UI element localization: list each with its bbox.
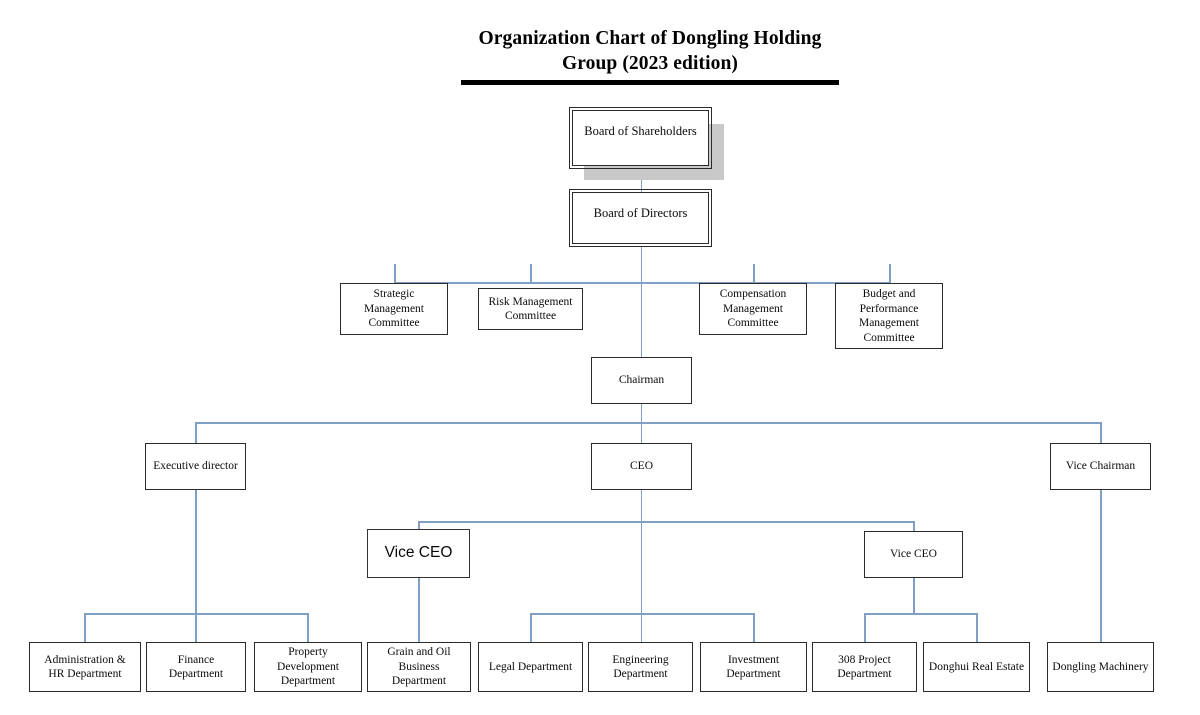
connector-tier3-bus (195, 422, 1101, 424)
node-risk-management-committee[interactable]: Risk Management Committee (478, 288, 583, 330)
node-chairman[interactable]: Chairman (591, 357, 692, 404)
connector-drop-donghui (976, 613, 978, 642)
connector-shareholders-directors (640, 169, 643, 193)
node-grain-and-oil-business-department[interactable]: Grain and Oil Business Department (367, 642, 471, 692)
connector-drop-risk (530, 264, 532, 283)
node-executive-director[interactable]: Executive director (145, 443, 246, 490)
node-308-project-department[interactable]: 308 Project Department (812, 642, 917, 692)
node-dongling-machinery[interactable]: Dongling Machinery (1047, 642, 1154, 692)
node-vice-ceo-right[interactable]: Vice CEO (864, 531, 963, 578)
chart-title-block: Organization Chart of Dongling Holding G… (420, 26, 880, 85)
connector-directors-stem (640, 246, 643, 283)
node-administration-hr-department[interactable]: Administration & HR Department (29, 642, 141, 692)
connector-drop-legal (530, 613, 532, 642)
node-vice-chairman[interactable]: Vice Chairman (1050, 443, 1151, 490)
connector-viceceo-right-bus (864, 613, 977, 615)
connector-drop-budget (889, 264, 891, 283)
connector-viceceo-left-grain-oil (418, 578, 420, 642)
connector-drop-finance (195, 613, 197, 642)
node-investment-department[interactable]: Investment Department (700, 642, 807, 692)
connector-directors-chairman (640, 282, 643, 357)
connector-drop-vice-ceo-right (913, 521, 915, 531)
connector-drop-investment (753, 613, 755, 642)
connector-drop-admin-hr (84, 613, 86, 642)
node-property-development-department[interactable]: Property Development Department (254, 642, 362, 692)
node-board-of-directors[interactable]: Board of Directors (568, 188, 713, 248)
title-underline-rule (461, 80, 839, 85)
node-finance-department[interactable]: Finance Department (146, 642, 246, 692)
connector-drop-engineering (640, 613, 643, 642)
connector-ceo-stem (640, 490, 643, 522)
connector-drop-vice-chairman (1100, 422, 1102, 443)
connector-vicechairman-machinery (1100, 490, 1102, 642)
connector-drop-executive-director (195, 422, 197, 443)
page-title: Organization Chart of Dongling Holding G… (478, 28, 822, 74)
node-budget-performance-management-committee[interactable]: Budget and Performance Management Commit… (835, 283, 943, 349)
connector-viceceo-bus (418, 521, 914, 523)
node-ceo[interactable]: CEO (591, 443, 692, 490)
connector-drop-strategic-line (394, 264, 396, 283)
connector-stub-strategic (394, 282, 396, 283)
connector-drop-308-project (864, 613, 866, 642)
node-board-of-shareholders[interactable]: Board of Shareholders (568, 106, 713, 170)
node-legal-department[interactable]: Legal Department (478, 642, 583, 692)
node-donghui-real-estate[interactable]: Donghui Real Estate (923, 642, 1030, 692)
node-vice-ceo-left[interactable]: Vice CEO (367, 529, 470, 578)
connector-execdir-stem (195, 490, 197, 614)
connector-drop-compensation (753, 264, 755, 283)
connector-viceceo-right-stem (913, 578, 915, 614)
node-engineering-department[interactable]: Engineering Department (588, 642, 693, 692)
node-strategic-management-committee[interactable]: Strategic Management Committee (340, 283, 448, 335)
node-compensation-management-committee[interactable]: Compensation Management Committee (699, 283, 807, 335)
connector-drop-vice-ceo-left (418, 521, 420, 529)
connector-drop-property-dev (307, 613, 309, 642)
connector-ceo-dept-stem (640, 521, 643, 613)
